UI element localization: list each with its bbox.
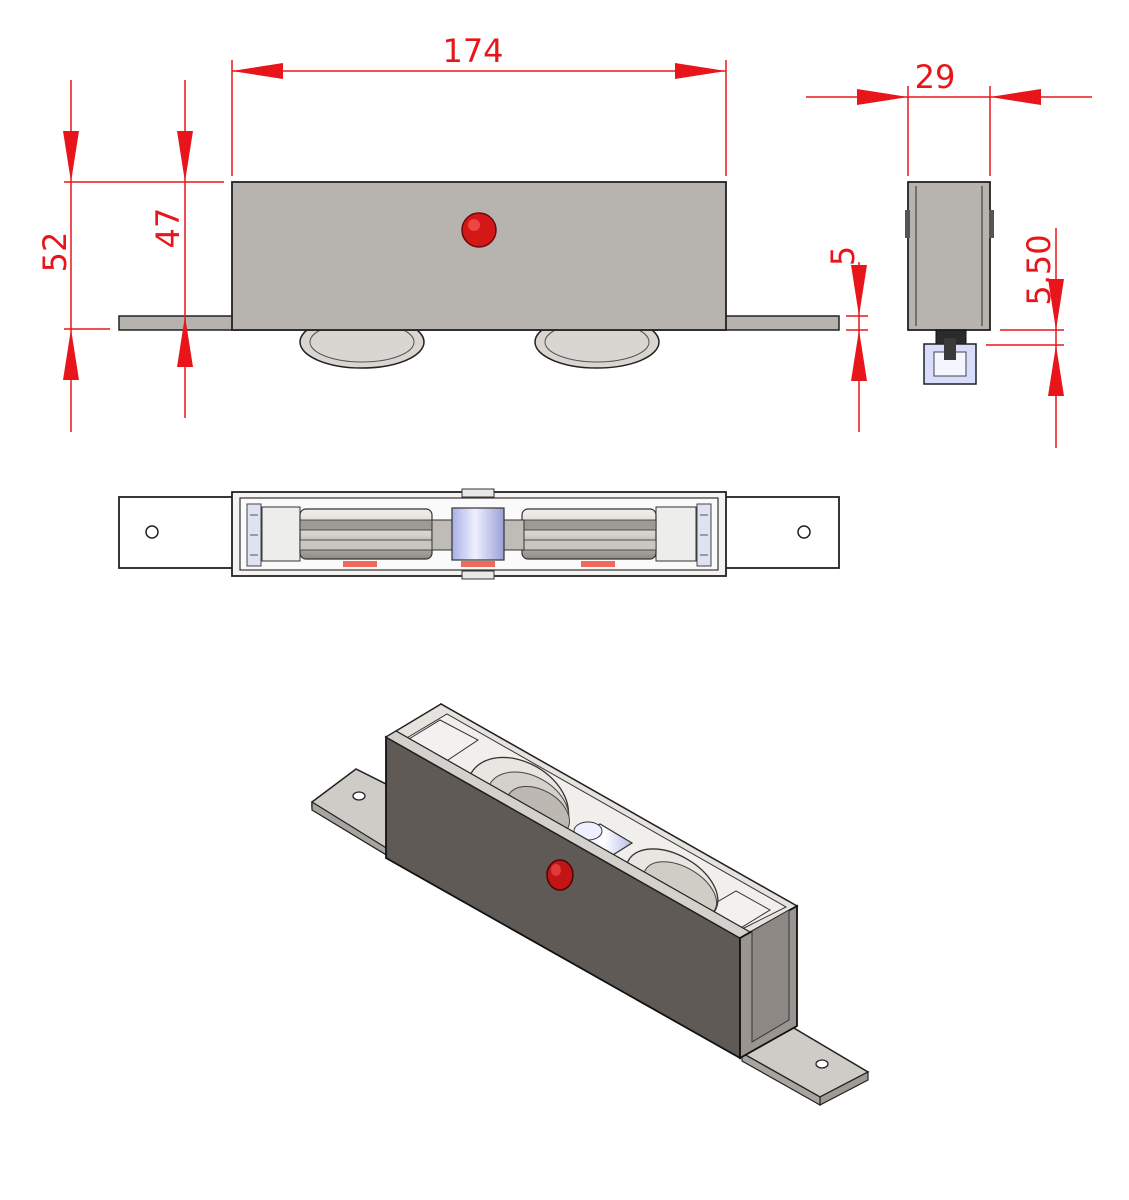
top-view: [118, 488, 840, 580]
dim-174: 174: [231, 32, 727, 176]
adjust-marker: [461, 212, 497, 248]
mount-hole-left: [145, 525, 159, 539]
dim-52-label: 52: [36, 232, 74, 273]
dim-5: 5: [824, 246, 868, 432]
side-view: [905, 181, 994, 385]
isometric-view: [311, 702, 870, 1107]
dim-174-label: 174: [442, 32, 503, 70]
top-axle: [451, 507, 505, 561]
dim-5-50-label: 5,50: [1020, 234, 1058, 305]
top-wheel-left: [299, 508, 453, 560]
dim-52: 52: [36, 80, 224, 432]
dim-29-label: 29: [915, 58, 956, 96]
top-wheel-right: [503, 508, 657, 560]
dim-5-label: 5: [824, 246, 862, 266]
iso-adjust-marker: [546, 859, 574, 891]
front-view: [118, 181, 840, 369]
dim-47: 47: [149, 80, 193, 418]
dim-29: 29: [806, 58, 1092, 176]
front-body: [231, 181, 727, 331]
mount-hole-right: [797, 525, 811, 539]
dim-47-label: 47: [149, 208, 187, 249]
dim-5-50: 5,50: [986, 228, 1064, 448]
